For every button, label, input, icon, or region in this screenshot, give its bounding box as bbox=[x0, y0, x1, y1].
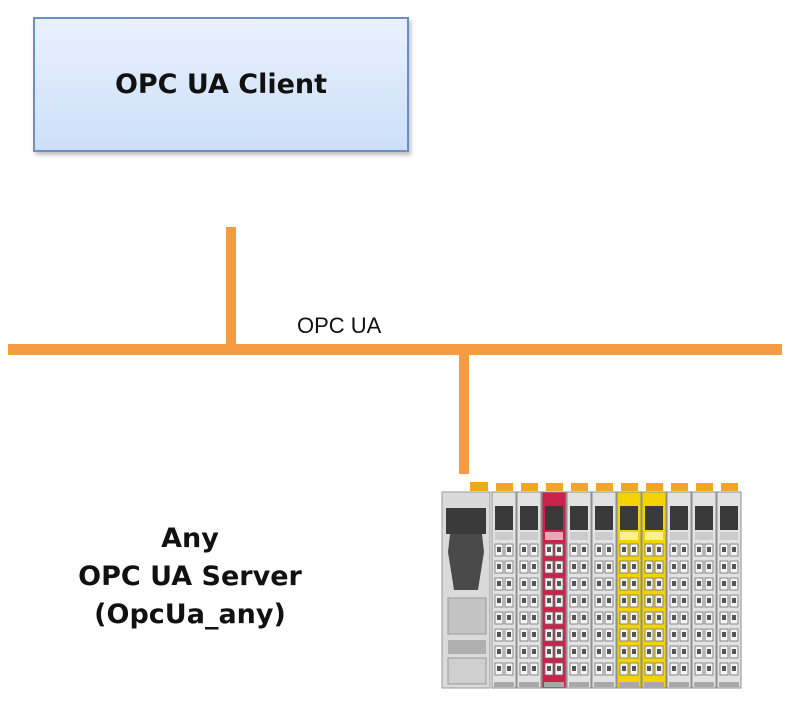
io-module bbox=[716, 483, 742, 689]
io-module-rack-icon bbox=[441, 482, 742, 689]
io-module bbox=[541, 483, 567, 689]
opc-ua-client-box: OPC UA Client bbox=[33, 17, 409, 152]
io-module bbox=[491, 483, 517, 689]
client-label: OPC UA Client bbox=[114, 69, 328, 100]
io-module bbox=[566, 483, 592, 689]
io-module bbox=[516, 483, 542, 689]
server-label-line-1: Any bbox=[161, 523, 219, 554]
server-drop-line bbox=[459, 350, 469, 474]
io-module bbox=[691, 483, 717, 689]
server-label: Any OPC UA Server (OpcUa_any) bbox=[40, 520, 340, 634]
io-module bbox=[616, 483, 642, 689]
bus-label: OPC UA bbox=[297, 313, 382, 338]
server-label-line-3: (OpcUa_any) bbox=[94, 599, 286, 630]
io-module bbox=[591, 483, 617, 689]
head-module bbox=[441, 482, 491, 689]
io-modules bbox=[491, 483, 742, 689]
io-module bbox=[666, 483, 692, 689]
io-module bbox=[641, 483, 667, 689]
opc-ua-bus-line bbox=[8, 344, 782, 355]
server-label-line-2: OPC UA Server bbox=[78, 561, 302, 592]
client-drop-line bbox=[226, 227, 236, 355]
